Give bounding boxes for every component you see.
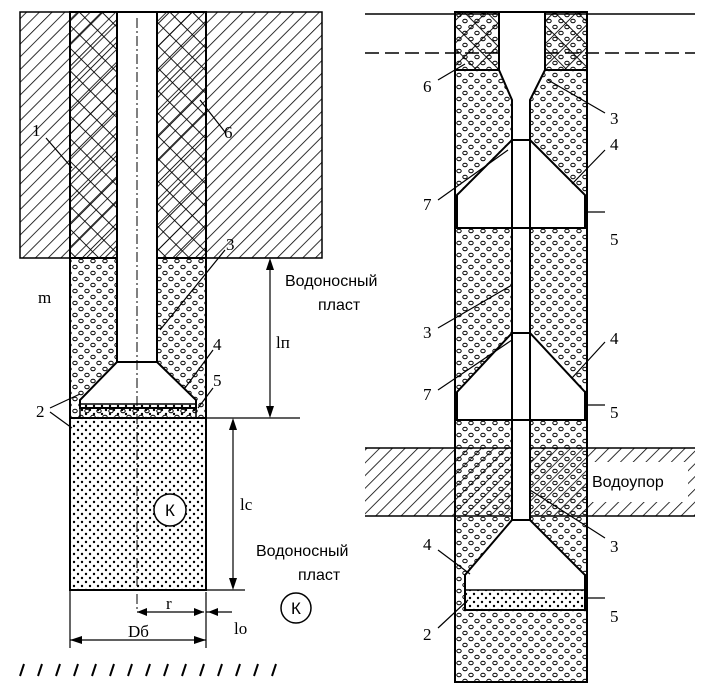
label-aquitard: Водоупор — [592, 474, 664, 491]
label-r4a: 4 — [610, 135, 619, 154]
leader-2b — [49, 411, 73, 429]
label-r7a: 7 — [423, 195, 432, 214]
label-r5c: 5 — [610, 607, 619, 626]
right-pipe-mid-2 — [511, 419, 531, 521]
label-db: Dб — [128, 622, 149, 641]
leader-r4b — [571, 341, 606, 379]
label-m: m — [38, 288, 51, 307]
leader-r2 — [437, 599, 469, 629]
k-circle-outer — [280, 592, 312, 624]
label-r5b: 5 — [610, 403, 619, 422]
dim-db — [69, 590, 207, 648]
right-pipe-mid-1 — [511, 227, 531, 334]
left-well: К К 1 6 3 m 4 5 2 lп lс r lо Dб Водоносн… — [19, 11, 377, 677]
dim-r — [137, 592, 232, 620]
k-label-outer: К — [291, 599, 301, 618]
k-label-inner: К — [165, 501, 175, 520]
aquifer-bottom-line1: Водоносный — [256, 543, 348, 560]
label-r4b: 4 — [610, 329, 619, 348]
leader-r4c — [437, 549, 471, 575]
label-r3a: 3 — [610, 109, 619, 128]
label-4: 4 — [213, 335, 222, 354]
label-lc: lс — [240, 495, 253, 514]
label-5: 5 — [213, 371, 222, 390]
label-r3b: 3 — [423, 323, 432, 342]
leader-r7b — [437, 339, 513, 391]
label-6: 6 — [224, 123, 233, 142]
label-r7b: 7 — [423, 385, 432, 404]
label-r3c: 3 — [610, 537, 619, 556]
label-r: r — [166, 594, 172, 613]
label-lo: lо — [234, 619, 247, 638]
right-clay-cap-left — [454, 11, 500, 71]
leader-r3c — [529, 489, 606, 539]
aquifer-top-line1: Водоносный — [285, 273, 377, 290]
label-2: 2 — [36, 402, 45, 421]
ground-line — [19, 663, 277, 677]
leader-5 — [197, 387, 214, 409]
leader-3 — [159, 249, 226, 331]
dim-lc — [206, 418, 245, 591]
leader-4 — [184, 349, 214, 389]
aquifer-bottom-line2: пласт — [298, 567, 341, 584]
label-r6: 6 — [423, 77, 432, 96]
leader-r7a — [437, 149, 509, 201]
leader-1 — [45, 137, 73, 169]
label-1: 1 — [32, 121, 41, 140]
leader-2a — [49, 393, 81, 409]
leader-6 — [199, 99, 226, 133]
filter-base — [79, 403, 197, 419]
aquifer-top-line2: пласт — [318, 297, 361, 314]
right-clay-cap-right — [544, 11, 588, 71]
leader-r3b — [437, 284, 513, 329]
label-r4c: 4 — [423, 535, 432, 554]
right-well: 6 3 4 7 5 3 4 7 5 Водоупор 3 4 5 2 — [365, 11, 695, 683]
leader-r3a — [547, 79, 606, 114]
k-circle-inner — [153, 493, 187, 527]
leader-r6 — [437, 63, 466, 81]
label-r5a: 5 — [610, 230, 619, 249]
label-3: 3 — [226, 235, 235, 254]
right-filter-3-base — [464, 589, 586, 611]
leader-r4a — [571, 149, 606, 185]
label-r2: 2 — [423, 625, 432, 644]
label-ln: lп — [276, 333, 290, 352]
